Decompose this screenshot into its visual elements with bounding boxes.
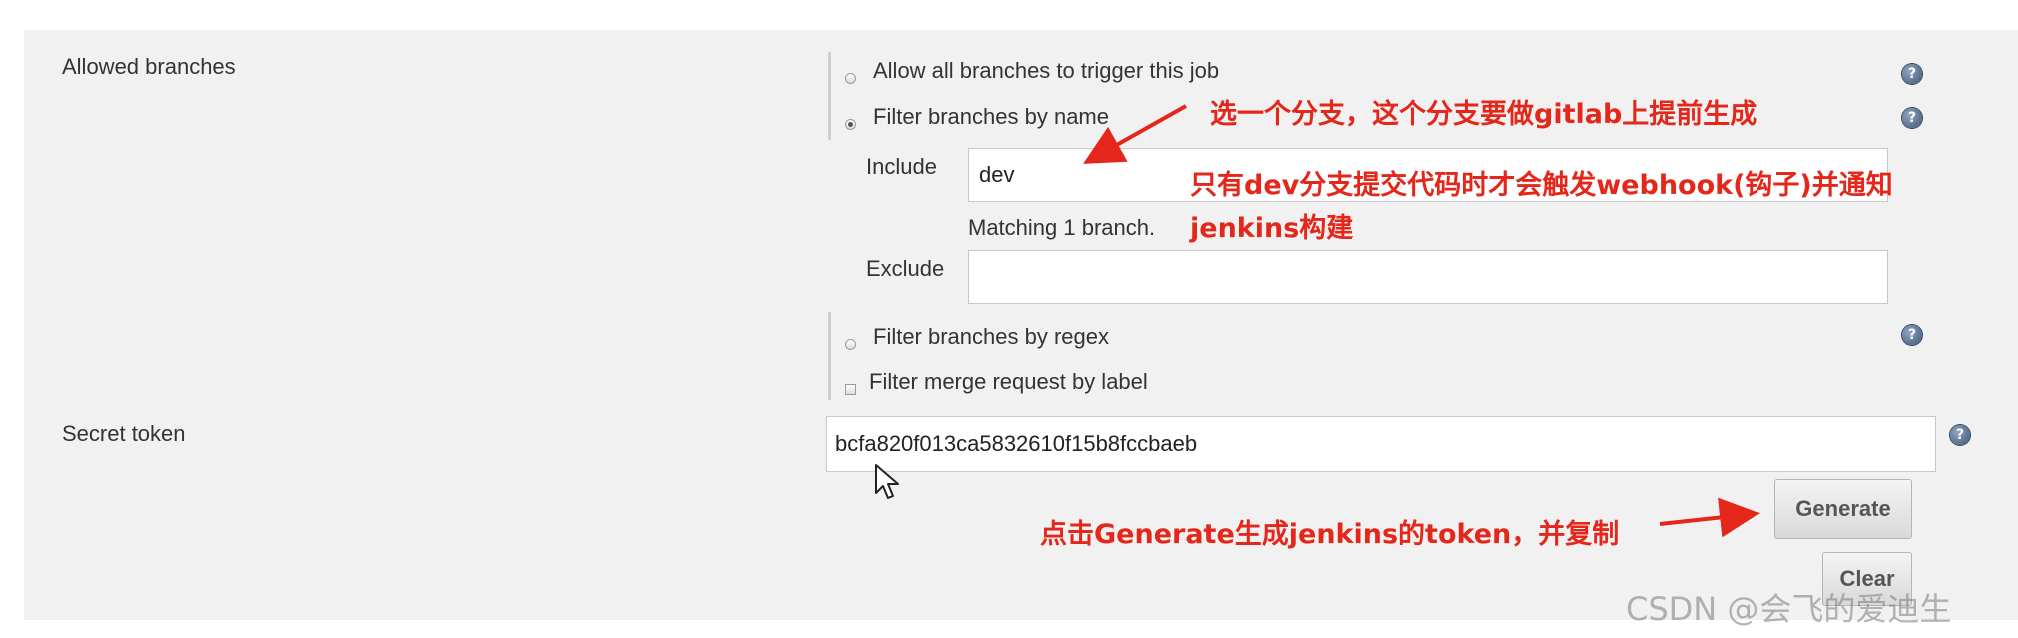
exclude-input[interactable] <box>968 250 1888 304</box>
clear-button[interactable]: Clear <box>1822 552 1912 606</box>
secret-token-label: Secret token <box>62 421 186 446</box>
secret-token-value: bcfa820f013ca5832610f15b8fccbaeb <box>835 431 1198 456</box>
exclude-label: Exclude <box>866 256 945 281</box>
radio-filter-by-regex[interactable] <box>845 339 856 350</box>
include-input-value: dev <box>979 162 1015 187</box>
option-filter-by-name-label[interactable]: Filter branches by name <box>873 104 1109 129</box>
option-filter-merge-label[interactable]: Filter merge request by label <box>869 369 1148 394</box>
secret-token-input[interactable]: bcfa820f013ca5832610f15b8fccbaeb <box>826 416 1936 472</box>
help-allow-all-icon[interactable]: ? <box>1902 64 1922 84</box>
radio-filter-by-name[interactable] <box>845 119 856 130</box>
mouse-pointer-icon <box>875 464 899 499</box>
generate-button[interactable]: Generate <box>1774 479 1912 539</box>
annotation-arrow-generate <box>1659 497 1760 538</box>
include-label: Include <box>866 154 937 179</box>
annotation-webhook-note-2: jenkins构建 <box>1190 213 1354 244</box>
help-filter-by-name-icon[interactable]: ? <box>1902 108 1922 128</box>
radio-group-bar-2 <box>828 312 831 400</box>
checkbox-filter-merge-label[interactable] <box>845 384 856 395</box>
option-allow-all-label[interactable]: Allow all branches to trigger this job <box>873 58 1220 83</box>
allowed-branches-label: Allowed branches <box>62 54 236 79</box>
annotation-arrow-include <box>1083 104 1187 164</box>
annotation-webhook-note-1: 只有dev分支提交代码时才会触发webhook(钩子)并通知 <box>1190 170 1893 201</box>
annotation-branch-note: 选一个分支，这个分支要做gitlab上提前生成 <box>1210 99 1758 130</box>
annotation-generate-note: 点击Generate生成jenkins的token，并复制 <box>1040 519 1620 550</box>
radio-group-bar <box>828 52 831 140</box>
include-input[interactable]: dev <box>968 148 1888 202</box>
help-secret-token-icon[interactable]: ? <box>1950 425 1970 445</box>
help-filter-by-regex-icon[interactable]: ? <box>1902 325 1922 345</box>
option-filter-by-regex-label[interactable]: Filter branches by regex <box>873 324 1109 349</box>
radio-allow-all[interactable] <box>845 73 856 84</box>
matching-branch-text: Matching 1 branch. <box>968 215 1156 240</box>
csdn-watermark: CSDN @会飞的爱迪生 <box>1626 590 1952 628</box>
